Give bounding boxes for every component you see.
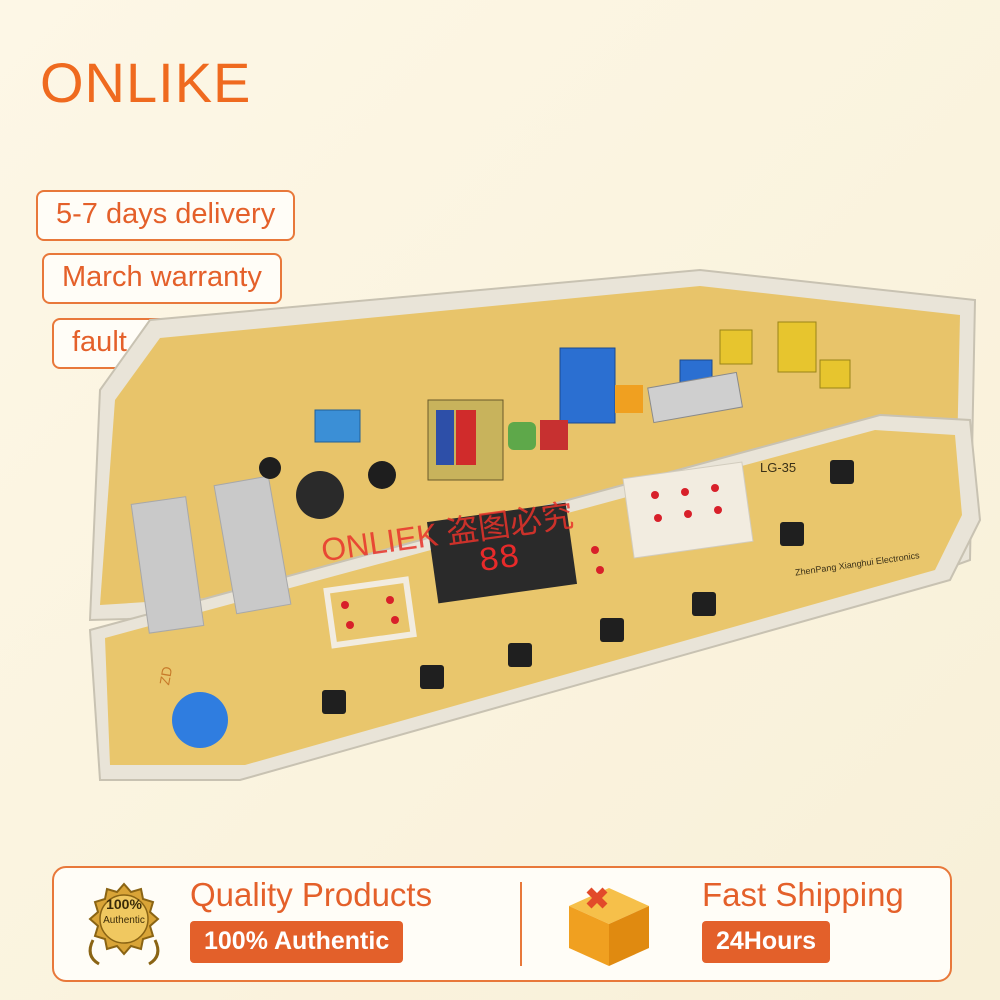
banner-divider xyxy=(520,882,522,966)
push-buttons xyxy=(322,460,854,714)
ribbon-cable-left xyxy=(130,496,205,634)
authentic-pill: 100% Authentic xyxy=(190,921,404,963)
ribbon-cable-right xyxy=(213,475,292,615)
electrolytic-capacitor-2 xyxy=(368,461,396,489)
transformer-coil-blue xyxy=(436,410,454,465)
bottom-banner: 100% Authentic Quality Products 100% Aut… xyxy=(52,866,952,982)
badge-main-text: 100% xyxy=(106,896,142,912)
badge-sub-text: Authentic xyxy=(103,915,145,926)
connector-orange xyxy=(615,385,643,413)
gold-badge-icon xyxy=(88,882,160,966)
24hours-pill: 24Hours xyxy=(702,921,831,963)
connector-red xyxy=(540,420,568,450)
capacitor-green xyxy=(508,422,536,450)
blue-sticker xyxy=(172,692,228,748)
connector-blue xyxy=(314,409,361,443)
electrolytic-capacitor-1 xyxy=(259,457,281,479)
digit-display-value: 88 xyxy=(477,539,523,582)
transformer-coil-red xyxy=(456,410,476,465)
led-indicators xyxy=(341,484,722,629)
connector-yellow-2 xyxy=(777,321,817,373)
led-block-left xyxy=(323,576,417,649)
buzzer xyxy=(296,471,344,519)
board-label: LG-35 xyxy=(760,460,796,475)
package-box-icon xyxy=(569,887,649,966)
connector-yellow-1 xyxy=(719,329,753,365)
relay-blue xyxy=(559,347,616,424)
metal-bracket xyxy=(647,371,744,424)
quality-products-title: Quality Products xyxy=(190,876,433,913)
fast-shipping-title: Fast Shipping xyxy=(702,876,904,913)
brand-name: ONLIKE xyxy=(40,51,252,114)
connector-yellow-3 xyxy=(819,359,851,389)
feature-warranty: March warranty xyxy=(42,253,282,304)
product-photo-control-board: 88 LG-35 ZhenPang Xianghui Electronics Z… xyxy=(88,268,982,781)
digit-display-housing xyxy=(426,502,578,604)
silkscreen-mark: ZD xyxy=(156,665,175,686)
feature-delivery: 5-7 days delivery xyxy=(36,190,296,241)
